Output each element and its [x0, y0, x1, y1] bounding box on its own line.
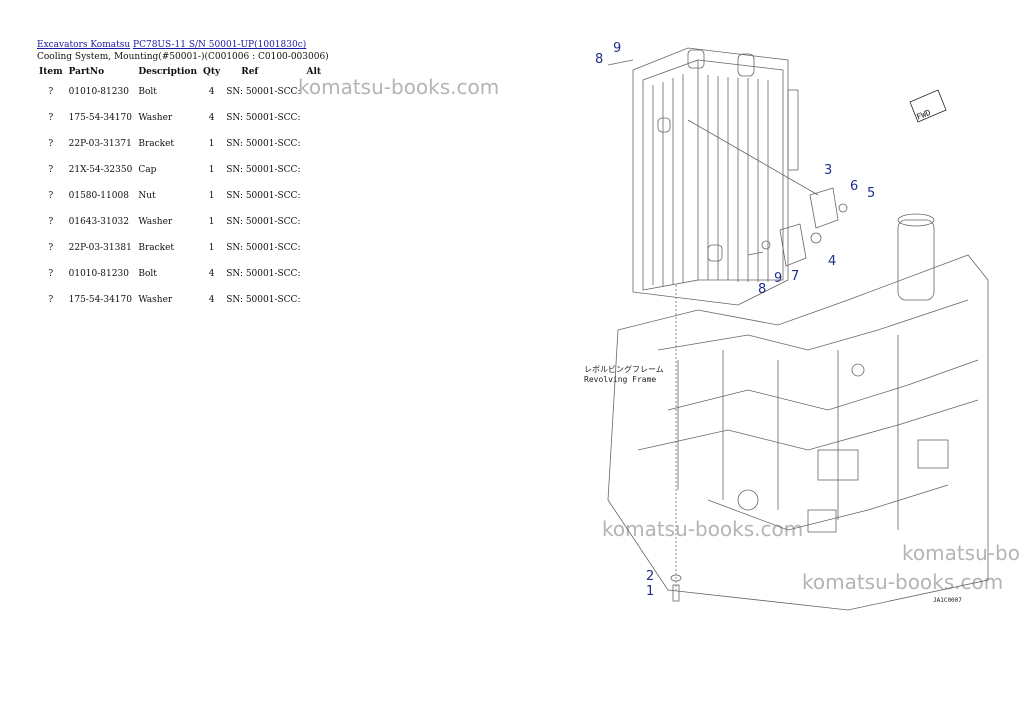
frame-label-en: Revolving Frame	[584, 375, 656, 384]
callout-1: 1	[646, 584, 654, 599]
callout-4: 4	[828, 254, 836, 269]
row-qty: 1	[208, 165, 215, 175]
row-item: ?	[48, 87, 54, 97]
watermark-bottom: komatsu-books.com	[802, 570, 1004, 594]
row-alt	[303, 131, 324, 157]
row-qty: 1	[208, 139, 215, 149]
breadcrumb: Excavators Komatsu PC78US-11 S/N 50001-U…	[37, 40, 306, 50]
row-partno: 01010-81230	[68, 269, 129, 279]
drawing-code: JA1C0007	[933, 597, 962, 604]
row-qty: 1	[208, 243, 215, 253]
row-description: Bolt	[138, 87, 157, 97]
callout-3: 3	[824, 163, 832, 178]
row-ref: SN: 50001-SCC:	[226, 164, 301, 175]
frame-label-jp: レボルビングフレーム	[584, 364, 664, 374]
row-partno: 01010-81230	[68, 87, 129, 97]
row-item: ?	[48, 113, 54, 123]
row-alt	[303, 183, 324, 209]
table-row: ? 175-54-34170 Washer 4 SN: 50001-SCC:	[36, 105, 324, 131]
callout-9-top: 9	[613, 41, 621, 56]
callout-6: 6	[850, 179, 858, 194]
row-ref: SN: 50001-SCC:	[226, 216, 301, 227]
row-description: Bracket	[138, 243, 175, 253]
header-ref: Ref	[241, 67, 259, 77]
bracket-drawing	[607, 59, 848, 267]
page-subtitle: Cooling System, Mounting(#50001-)(C00100…	[37, 52, 329, 62]
row-item: ?	[48, 139, 54, 149]
breadcrumb-link-model[interactable]: PC78US-11 S/N 50001-UP(1001830c)	[133, 40, 307, 50]
table-row: ? 01580-11008 Nut 1 SN: 50001-SCC:	[36, 183, 324, 209]
table-row: ? 01010-81230 Bolt 4 SN: 50001-SCC:	[36, 79, 324, 105]
callout-8-bottom: 8	[758, 282, 766, 297]
row-item: ?	[48, 165, 54, 175]
row-partno: 22P-03-31381	[68, 243, 132, 253]
row-item: ?	[48, 243, 54, 253]
row-description: Washer	[138, 295, 173, 305]
watermark-mid: komatsu-books.com	[602, 517, 804, 541]
row-partno: 01580-11008	[68, 191, 129, 201]
row-alt	[303, 261, 324, 287]
header-description: Description	[138, 67, 197, 77]
row-description: Bracket	[138, 139, 175, 149]
table-row: ? 22P-03-31371 Bracket 1 SN: 50001-SCC:	[36, 131, 324, 157]
row-item: ?	[48, 295, 54, 305]
row-description: Bolt	[138, 269, 157, 279]
table-row: ? 175-54-34170 Washer 4 SN: 50001-SCC:	[36, 287, 324, 313]
row-partno: 22P-03-31371	[68, 139, 132, 149]
row-alt	[303, 209, 324, 235]
row-alt	[303, 235, 324, 261]
breadcrumb-link-excavators[interactable]: Excavators Komatsu	[37, 40, 131, 50]
row-qty: 4	[208, 87, 215, 97]
row-alt	[303, 105, 324, 131]
row-qty: 4	[208, 113, 215, 123]
callout-9-bottom: 9	[774, 271, 782, 286]
header-alt: Alt	[306, 67, 322, 77]
row-ref: SN: 50001-SCC:	[226, 138, 301, 149]
callout-5: 5	[867, 186, 875, 201]
row-description: Washer	[138, 113, 173, 123]
parts-diagram: FWD レボルビングフレーム Revolving Frame JA1C0007 …	[584, 41, 989, 611]
fwd-arrow-icon	[909, 89, 947, 123]
row-description: Washer	[138, 217, 173, 227]
row-description: Nut	[138, 191, 156, 201]
callout-8-top: 8	[595, 52, 603, 67]
row-qty: 1	[208, 191, 215, 201]
row-item: ?	[48, 191, 54, 201]
row-partno: 175-54-34170	[68, 295, 132, 305]
row-description: Cap	[138, 165, 157, 175]
row-alt	[303, 157, 324, 183]
watermark-top: komatsu-books.com	[298, 75, 500, 99]
callout-7: 7	[791, 269, 799, 284]
fwd-label: FWD	[915, 108, 932, 122]
row-qty: 4	[208, 269, 215, 279]
row-item: ?	[48, 269, 54, 279]
header-qty: Qty	[202, 67, 221, 77]
table-row: ? 21X-54-32350 Cap 1 SN: 50001-SCC:	[36, 157, 324, 183]
row-partno: 21X-54-32350	[68, 165, 133, 175]
row-alt	[303, 287, 324, 313]
parts-table: Item PartNo Description Qty Ref Alt ? 010…	[36, 65, 324, 313]
callout-2: 2	[646, 569, 654, 584]
frame-drawing	[607, 213, 989, 611]
header-item: Item	[39, 67, 63, 77]
row-qty: 4	[208, 295, 215, 305]
row-qty: 1	[208, 217, 215, 227]
radiator-drawing	[632, 47, 799, 306]
row-ref: SN: 50001-SCC:	[226, 242, 301, 253]
table-row: ? 22P-03-31381 Bracket 1 SN: 50001-SCC:	[36, 235, 324, 261]
table-row: ? 01010-81230 Bolt 4 SN: 50001-SCC:	[36, 261, 324, 287]
row-ref: SN: 50001-SCC:	[226, 294, 301, 305]
watermark-right: komatsu-bo	[902, 541, 1020, 565]
row-ref: SN: 50001-SCC:	[226, 112, 301, 123]
callouts: 9 8 3 6 5 4 7 9 8 2 1	[595, 41, 875, 599]
row-ref: SN: 50001-SCC:	[226, 268, 301, 279]
table-header-row: Item PartNo Description Qty Ref Alt	[36, 65, 324, 79]
table-row: ? 01643-31032 Washer 1 SN: 50001-SCC:	[36, 209, 324, 235]
header-partno: PartNo	[68, 67, 105, 77]
row-item: ?	[48, 217, 54, 227]
row-partno: 175-54-34170	[68, 113, 132, 123]
row-ref: SN: 50001-SCC:	[226, 86, 301, 97]
row-partno: 01643-31032	[68, 217, 129, 227]
row-ref: SN: 50001-SCC:	[226, 190, 301, 201]
